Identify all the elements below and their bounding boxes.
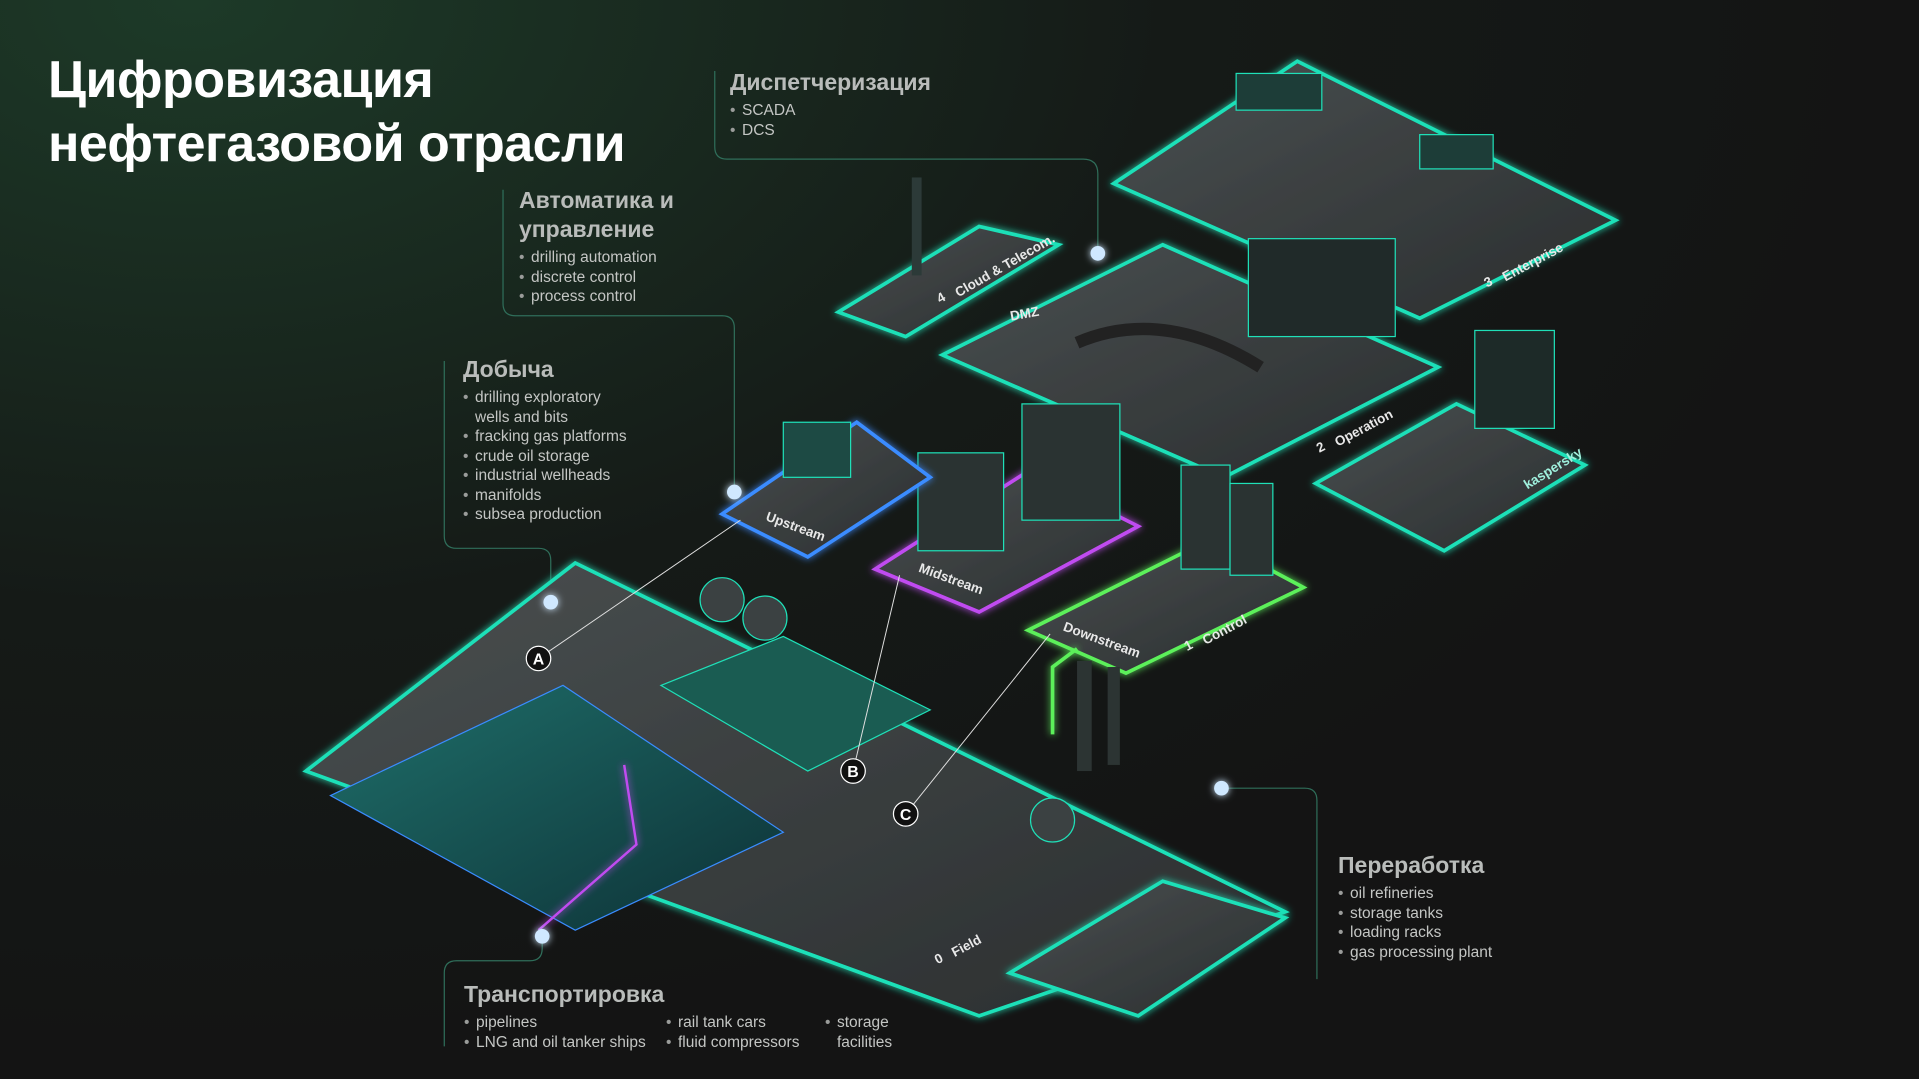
marker-c: C [892, 801, 919, 827]
upstream-platform [718, 419, 934, 559]
transport-dot [534, 928, 550, 944]
transport-connector [443, 936, 543, 1047]
processing-item: storage tanks [1338, 904, 1492, 924]
extraction-item: manifolds [463, 486, 627, 506]
operation-platform [938, 238, 1443, 480]
automation-dot [726, 484, 742, 500]
dispatch-item: SCADA [730, 101, 931, 121]
label-dmz: DMZ [1009, 304, 1040, 324]
heading-line: Автоматика и [519, 187, 674, 213]
marker-a: A [525, 645, 552, 672]
control-platform [1023, 464, 1308, 676]
enterprise-platform [1109, 59, 1620, 321]
extraction-item: fracking gas platforms [463, 427, 627, 447]
automation-section: Автоматика и управление drilling automati… [519, 186, 674, 307]
transport-section: Транспортировка pipelines LNG and oil ta… [464, 980, 892, 1052]
transport-item: fluid compressors [666, 1033, 825, 1053]
label-operation-num: 2 [1314, 439, 1328, 456]
extraction-item: industrial wellheads [463, 466, 627, 486]
page-title: Цифровизация нефтегазовой отрасли [48, 48, 626, 176]
automation-item: discrete control [519, 268, 674, 288]
extraction-item: crude oil storage [463, 447, 627, 467]
processing-item: loading racks [1338, 923, 1492, 943]
field-platform [302, 538, 1290, 1018]
marker-b: B [840, 758, 866, 784]
transport-item: pipelines [464, 1013, 666, 1033]
svg-text:C: C [900, 807, 912, 824]
processing-item: gas processing plant [1338, 943, 1492, 963]
extraction-heading: Добыча [463, 356, 554, 382]
processing-connector [1221, 787, 1318, 980]
midstream-platform [871, 403, 1143, 614]
title-line-1: Цифровизация [48, 51, 434, 109]
extraction-connector [443, 361, 552, 603]
processing-item: oil refineries [1338, 884, 1492, 904]
dispatch-heading: Диспетчеризация [730, 69, 931, 95]
automation-item: process control [519, 287, 674, 307]
heading-line: управление [519, 216, 655, 242]
svg-text:B: B [847, 764, 859, 781]
kaspersky-platform [1311, 329, 1589, 553]
extraction-item: subsea production [463, 505, 627, 525]
extraction-dot [543, 594, 559, 610]
automation-item: drilling automation [519, 248, 674, 268]
processing-heading: Переработка [1338, 852, 1485, 878]
dispatch-connector [714, 70, 1099, 254]
title-line-2: нефтегазовой отрасли [48, 115, 626, 173]
transport-item: LNG and oil tanker ships [464, 1033, 666, 1053]
automation-connector [502, 189, 735, 493]
dispatch-section: Диспетчеризация SCADA DCS [730, 68, 931, 140]
svg-text:A: A [533, 652, 545, 669]
dispatch-dot [1090, 246, 1106, 261]
transport-heading: Транспортировка [464, 981, 665, 1007]
cloud-telecom-platform [834, 177, 1064, 339]
processing-dot [1214, 780, 1229, 796]
automation-heading: Автоматика и управление [519, 186, 674, 244]
transport-item: rail tank cars [666, 1013, 825, 1033]
dispatch-item: DCS [730, 121, 931, 141]
processing-section: Переработка oil refineries storage tanks… [1338, 851, 1492, 962]
